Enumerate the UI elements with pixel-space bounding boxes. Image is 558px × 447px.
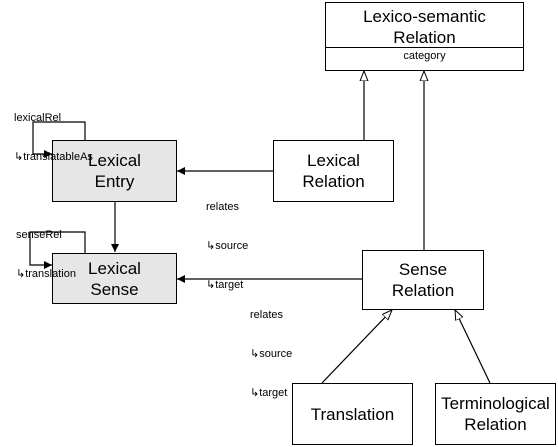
lexical-rel-loop: [32, 121, 86, 158]
class-name-line: Sense: [90, 279, 139, 299]
category-attribute: category: [326, 47, 523, 65]
relates-lexical-label: relates ↳source ↳target: [206, 175, 248, 305]
label-line: lexicalRel: [14, 112, 62, 124]
inherit-edge-terminological: [455, 310, 491, 384]
class-name-line: Translation: [310, 404, 395, 424]
lexical-entry-class[interactable]: Lexical Entry: [52, 140, 177, 202]
sense-rel-label: senseRel ↳translation: [16, 203, 76, 294]
class-name-line: Relation: [391, 281, 455, 300]
class-name-line: Terminological: [441, 394, 550, 413]
translation-class[interactable]: Translation: [292, 383, 413, 445]
class-name-line: Relation: [464, 415, 527, 434]
sense-rel-loop: [29, 231, 86, 269]
lexico-semantic-relation-class[interactable]: Lexico-semantic Relation category: [325, 2, 524, 71]
lexical-rel-label: lexicalRel ↳translatableAs: [14, 86, 93, 177]
lexical-sense-class[interactable]: Lexical Sense: [52, 253, 177, 304]
label-line: ↳target: [206, 279, 244, 291]
class-name-line: Entry: [94, 172, 135, 191]
sense-relation-class[interactable]: Sense Relation: [362, 250, 484, 310]
label-line: ↳source: [206, 240, 249, 252]
relates-sense-label: relates ↳source ↳target: [250, 283, 292, 413]
lexical-relation-class[interactable]: Lexical Relation: [273, 140, 394, 202]
class-name-line: Sense: [398, 260, 448, 279]
class-name-line: Lexical: [88, 258, 141, 278]
inherit-edge-translation: [321, 310, 392, 384]
class-name-line: Relation: [393, 28, 456, 47]
label-line: ↳target: [250, 387, 288, 399]
label-line: senseRel: [16, 229, 62, 241]
label-line: relates: [206, 201, 240, 213]
label-line: ↳translation: [16, 268, 76, 280]
label-line: relates: [250, 309, 284, 321]
terminological-relation-class[interactable]: Terminological Relation: [435, 383, 556, 445]
class-name-line: Lexical: [88, 151, 141, 170]
lexico-semantic-relation-title: Lexico-semantic Relation: [363, 3, 486, 47]
label-line: ↳translatableAs: [14, 151, 93, 163]
class-name-line: Lexical: [307, 151, 360, 170]
label-line: ↳source: [250, 348, 293, 360]
class-name-line: Lexico-semantic: [363, 7, 486, 26]
class-name-line: Relation: [302, 172, 365, 191]
